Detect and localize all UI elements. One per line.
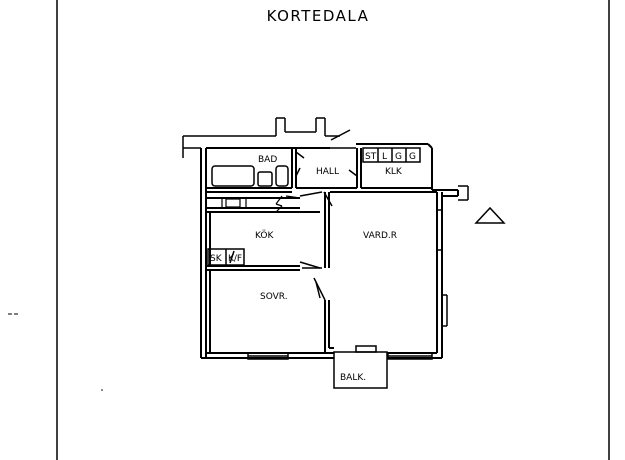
stray-dot [101,389,103,391]
bathroom-fixtures [211,151,305,187]
north-arrow-icon [474,206,506,224]
sink-icon [257,171,273,187]
fixture-label-sk: SK [210,254,223,264]
closet-label-g1: G [395,152,402,162]
closet-label-st: ST [365,152,377,162]
room-label-sovr: SOVR. [260,292,288,302]
room-label-bad: BAD [258,155,277,165]
exterior-details [182,117,469,327]
interior-walls [206,148,437,353]
room-label-balk: BALK. [340,373,366,383]
closet-units [362,147,421,163]
toilet-icon [275,165,289,187]
kitchen-appliances [207,248,245,266]
room-label-hall: HALL [316,167,339,177]
hall-doors [295,167,358,207]
windows [247,209,443,360]
kitchen-counter [221,195,301,213]
stove-icon [225,198,241,208]
room-label-klk: KLK [385,167,403,177]
entrance-door [330,129,356,149]
fixture-label-kf: K/F [228,254,242,264]
balcony [333,345,388,389]
closet-label-l: L [382,152,387,162]
room-doors [299,261,326,301]
room-label-vardr: VARD.R [363,231,397,241]
page-frame [56,0,610,460]
plan-title: KORTEDALA [267,7,370,25]
bathtub-icon [211,165,255,187]
closet-label-g2: G [409,152,416,162]
room-label-kok: KÖK [255,230,274,241]
